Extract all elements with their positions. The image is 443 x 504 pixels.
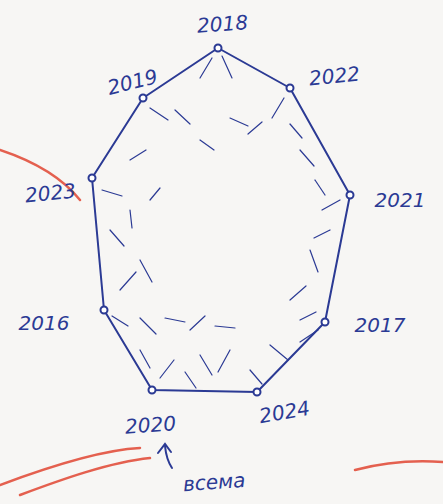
year-label: 2023 (24, 180, 77, 205)
year-label: 2020 (124, 413, 176, 437)
pointer-arrow (158, 444, 172, 468)
inner-dashes (102, 56, 340, 388)
year-label: 2024 (257, 398, 311, 427)
vertex-dots (89, 45, 354, 396)
red-marks (0, 150, 443, 495)
year-label: 2018 (196, 12, 248, 36)
year-label: 2016 (19, 313, 70, 333)
year-label: 2022 (308, 63, 361, 88)
year-label: 2021 (375, 190, 426, 210)
polygon-outline (92, 48, 350, 392)
pointer-note: всема (182, 470, 246, 494)
year-label: 2017 (355, 315, 406, 335)
